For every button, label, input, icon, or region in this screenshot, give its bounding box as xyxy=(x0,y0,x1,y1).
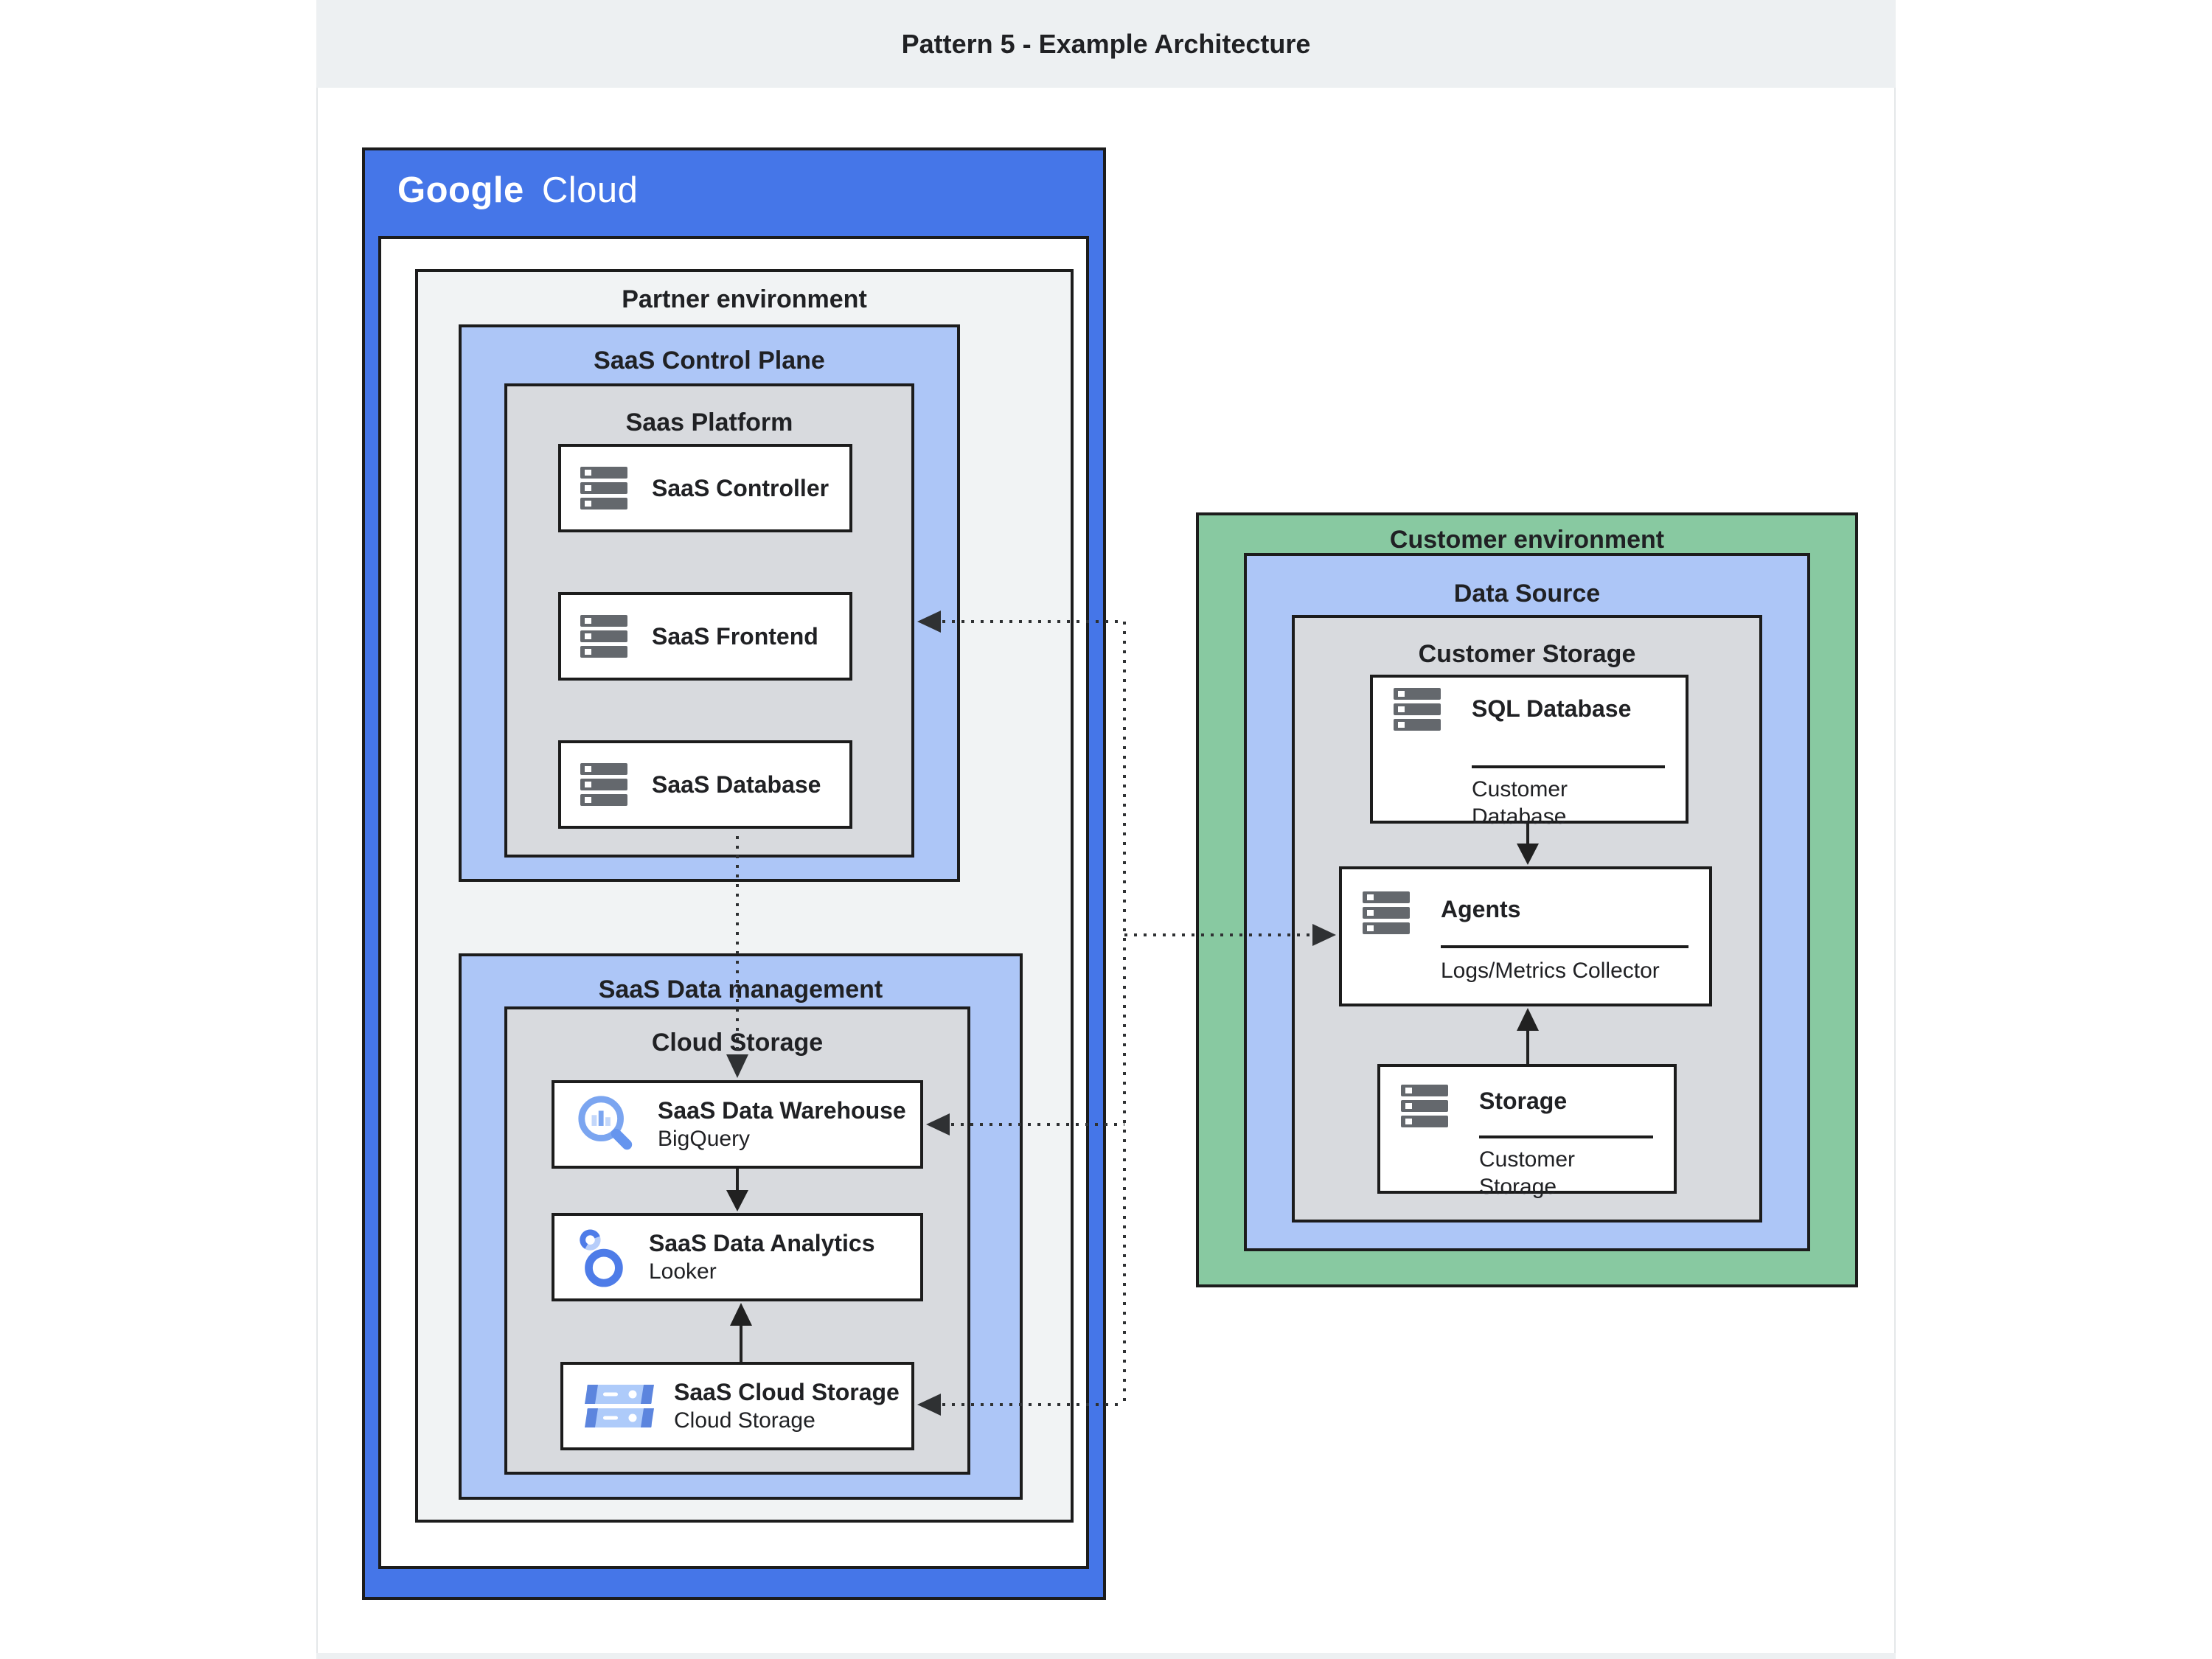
server-icon xyxy=(580,763,627,806)
node-subtitle: BigQuery xyxy=(658,1127,751,1151)
logo-word-google: Google xyxy=(397,170,524,210)
node-title: SaaS Cloud Storage xyxy=(674,1379,900,1405)
server-icon xyxy=(1363,891,1410,934)
node-title: SaaS Controller xyxy=(652,474,830,501)
server-icon xyxy=(580,467,627,509)
looker-icon xyxy=(575,1227,630,1287)
node-subtitle: Customer Storage xyxy=(1479,1147,1576,1199)
node-storage: Storage Customer Storage xyxy=(1377,1064,1677,1199)
node-saas-frontend: SaaS Frontend xyxy=(558,592,852,681)
zone-label: Saas Platform xyxy=(625,408,793,437)
server-icon xyxy=(1394,688,1441,731)
node-saas-controller: SaaS Controller xyxy=(558,444,852,532)
server-icon xyxy=(580,615,627,658)
node-title: SaaS Data Analytics xyxy=(649,1230,875,1256)
node-saas-data-warehouse: SaaS Data Warehouse BigQuery xyxy=(552,1080,923,1169)
node-subtitle: Cloud Storage xyxy=(674,1408,815,1433)
node-title: SaaS Frontend xyxy=(652,622,818,650)
node-saas-data-analytics: SaaS Data Analytics Looker xyxy=(552,1213,923,1301)
bottom-strip xyxy=(316,1653,1896,1659)
diagram-title: Pattern 5 - Example Architecture xyxy=(901,28,1311,59)
node-title: SQL Database xyxy=(1472,695,1632,722)
node-title: Agents xyxy=(1441,896,1521,922)
node-saas-database: SaaS Database xyxy=(558,740,852,829)
zone-label: Data Source xyxy=(1453,580,1601,608)
zone-label: SaaS Control Plane xyxy=(594,347,825,375)
node-subtitle: Looker xyxy=(649,1259,717,1284)
google-cloud-logo: Google Cloud xyxy=(397,170,638,211)
node-sql-database: SQL Database Customer Database xyxy=(1370,675,1688,829)
zone-label: Customer Storage xyxy=(1418,640,1636,668)
divider xyxy=(1472,765,1665,768)
logo-word-cloud: Cloud xyxy=(541,170,639,210)
node-title: SaaS Database xyxy=(652,771,821,798)
zone-label: Customer environment xyxy=(1389,526,1665,554)
node-saas-cloud-storage: SaaS Cloud Storage Cloud Storage xyxy=(560,1362,914,1450)
zone-label: Partner environment xyxy=(622,285,867,313)
bigquery-icon xyxy=(575,1093,639,1156)
zone-label: Cloud Storage xyxy=(651,1029,824,1057)
zone-label: SaaS Data management xyxy=(598,975,883,1004)
node-subtitle: Customer Database xyxy=(1472,777,1568,829)
divider xyxy=(1441,945,1688,948)
node-title: Storage xyxy=(1479,1088,1568,1114)
cloud-storage-icon xyxy=(584,1385,655,1427)
title-bar: Pattern 5 - Example Architecture xyxy=(316,0,1896,88)
node-subtitle: Logs/Metrics Collector xyxy=(1441,959,1660,983)
node-title: SaaS Data Warehouse xyxy=(658,1097,906,1124)
divider xyxy=(1479,1135,1653,1138)
server-icon xyxy=(1401,1085,1448,1127)
node-agents: Agents Logs/Metrics Collector xyxy=(1339,866,1712,1006)
